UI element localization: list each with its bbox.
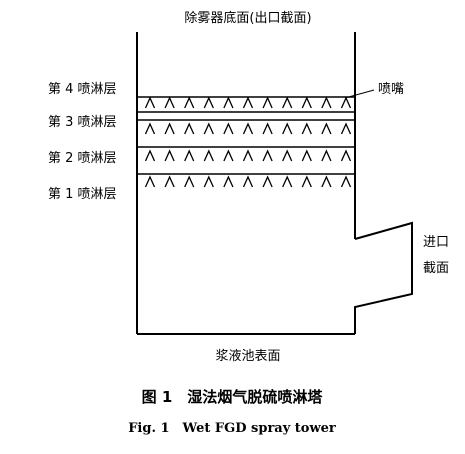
top-outlet-label: 除雾器底面(出口截面)	[184, 10, 311, 26]
nozzle-icon	[184, 96, 195, 109]
nozzle-label: 喷嘴	[378, 82, 404, 97]
layer-4-label: 第 4 喷淋层	[48, 82, 117, 97]
nozzle-icon	[301, 175, 312, 188]
nozzle-icon	[321, 122, 332, 135]
nozzle-icon	[203, 122, 214, 135]
nozzle-icon	[184, 122, 195, 135]
nozzle-icon	[262, 96, 273, 109]
nozzle-icon	[340, 175, 352, 188]
nozzle-icon	[282, 149, 293, 162]
nozzle-icon	[282, 122, 293, 135]
nozzle-icon	[144, 122, 156, 135]
figure-caption-en: Fig. 1 Wet FGD spray tower	[128, 421, 336, 436]
nozzle-icon	[301, 149, 312, 162]
nozzle-leader-line	[344, 89, 375, 99]
nozzle-icon	[223, 122, 234, 135]
slurry-pool-label: 浆液池表面	[215, 349, 280, 364]
nozzle-icon	[164, 122, 175, 135]
layer-3-label: 第 3 喷淋层	[48, 115, 117, 130]
nozzle-icon	[184, 149, 195, 162]
inlet-label-line1: 进口	[423, 235, 449, 250]
nozzle-icon	[203, 175, 214, 188]
nozzle-icon	[340, 96, 352, 109]
figure-caption-cn: 图 1 湿法烟气脱硫喷淋塔	[142, 388, 324, 406]
nozzle-icon	[242, 149, 254, 162]
layer-2-label: 第 2 喷淋层	[48, 151, 117, 166]
tower-outline	[136, 32, 413, 335]
nozzle-icon	[223, 149, 234, 162]
nozzle-icon	[262, 149, 273, 162]
inlet-duct	[354, 221, 413, 334]
nozzle-icon	[242, 175, 254, 188]
layer-1-label: 第 1 喷淋层	[48, 187, 117, 202]
nozzle-icon	[242, 96, 254, 109]
nozzle-icon	[223, 175, 234, 188]
inlet-label-line2: 截面	[423, 261, 449, 276]
nozzle-icon	[242, 122, 254, 135]
nozzle-icon	[340, 149, 352, 162]
nozzle-icon	[262, 175, 273, 188]
nozzle-icon	[223, 96, 234, 109]
nozzle-icon	[203, 149, 214, 162]
nozzle-icon	[203, 96, 214, 109]
nozzle-icon	[282, 175, 293, 188]
nozzle-icon	[262, 122, 273, 135]
nozzle-icon	[144, 96, 156, 109]
nozzle-icon	[321, 175, 332, 188]
nozzle-icon	[321, 149, 332, 162]
nozzle-icon	[164, 149, 175, 162]
nozzle-icon	[184, 175, 195, 188]
spray-layers	[137, 96, 355, 188]
nozzle-icon	[144, 149, 156, 162]
nozzle-icon	[164, 175, 175, 188]
nozzle-icon	[340, 122, 352, 135]
nozzle-icon	[144, 175, 156, 188]
nozzle-icon	[164, 96, 175, 109]
nozzle-icon	[301, 122, 312, 135]
nozzle-icon	[321, 96, 332, 109]
nozzle-icon	[282, 96, 293, 109]
nozzle-icon	[301, 96, 312, 109]
